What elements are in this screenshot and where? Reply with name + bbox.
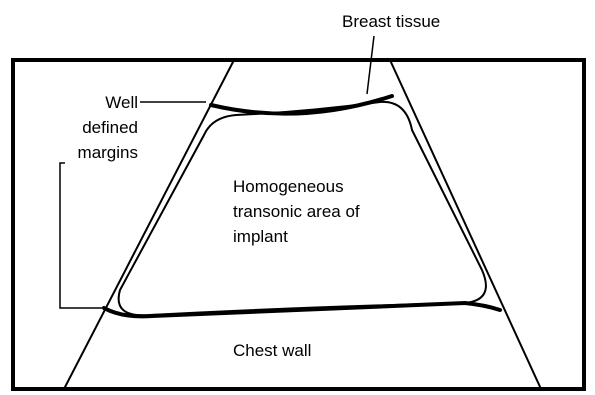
chest-wall-label: Chest wall	[233, 341, 311, 360]
margins-label-line2: defined	[82, 118, 138, 137]
margins-leader-bottom	[60, 163, 102, 308]
breast-tissue-label: Breast tissue	[342, 12, 440, 31]
margins-label-line1: Well	[105, 93, 138, 112]
image-frame	[13, 60, 584, 389]
implant-label-line2: transonic area of	[233, 202, 360, 221]
lower-margin-band	[104, 303, 500, 316]
implant-label-line1: Homogeneous	[233, 177, 344, 196]
implant-label-line3: implant	[233, 227, 288, 246]
sector-right-edge	[390, 60, 541, 389]
margins-label-line3: margins	[78, 143, 138, 162]
sector-left-edge	[64, 60, 234, 389]
breast-tissue-leader	[367, 36, 374, 94]
